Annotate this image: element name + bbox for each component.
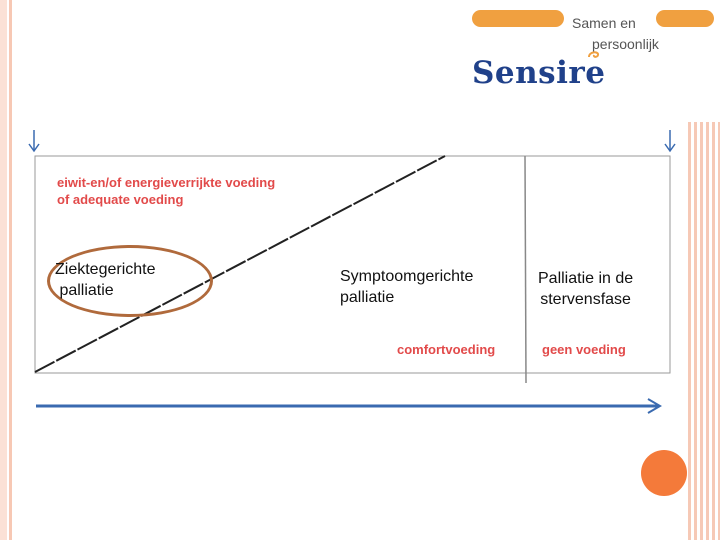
phase-label-disease-line2: palliatie <box>55 282 114 299</box>
sensire-logo: Samen en persoonlijk Sensire <box>470 8 720 98</box>
phase-label-symptom: Symptoomgerichte palliatie <box>340 266 473 308</box>
top-nutrition-label: eiwit-en/of energieverrijkte voeding of … <box>57 174 275 208</box>
logo-wordmark: Sensire <box>472 55 606 91</box>
left-down-arrow <box>28 130 40 153</box>
phase-label-dying-line2: stervensfase <box>540 291 631 308</box>
phase-label-dying: Palliatie in de stervensfase <box>538 268 633 310</box>
right-decorative-stripe <box>688 122 720 540</box>
phase-label-dying-line1: Palliatie in de <box>538 270 634 287</box>
top-nutrition-label-line1: eiwit-en/of energieverrijkte voeding <box>57 175 276 190</box>
orange-circle-decoration <box>641 450 687 496</box>
timeline-arrow <box>36 398 662 414</box>
nutrition-phase-diagram: eiwit-en/of energieverrijkte voeding of … <box>0 120 720 420</box>
diagonal-nutrition-line <box>34 155 446 373</box>
highlight-ellipse <box>47 245 213 317</box>
phase-box-outline <box>34 155 671 374</box>
diagram-lines <box>28 130 676 414</box>
no-nutrition-label: geen voeding <box>542 342 626 357</box>
phase-label-disease: Ziektegerichte palliatie <box>55 259 156 301</box>
logo-swirl-icon <box>588 51 600 58</box>
top-nutrition-label-line2: of adequate voeding <box>57 192 184 207</box>
right-down-arrow <box>664 130 676 153</box>
phase-divider-line <box>524 155 527 384</box>
logo-tagline-line1: Samen en <box>572 15 636 31</box>
logo-orange-bar-left <box>472 10 564 27</box>
left-decorative-stripe <box>0 0 20 540</box>
phase-label-symptom-line2: palliatie <box>340 289 395 306</box>
phase-label-disease-line1: Ziektegerichte <box>55 261 156 278</box>
comfort-nutrition-label: comfortvoeding <box>397 342 496 357</box>
logo-orange-bar-right <box>656 10 714 27</box>
logo-tagline-line2: persoonlijk <box>592 36 659 52</box>
phase-label-symptom-line1: Symptoomgerichte <box>340 268 474 285</box>
